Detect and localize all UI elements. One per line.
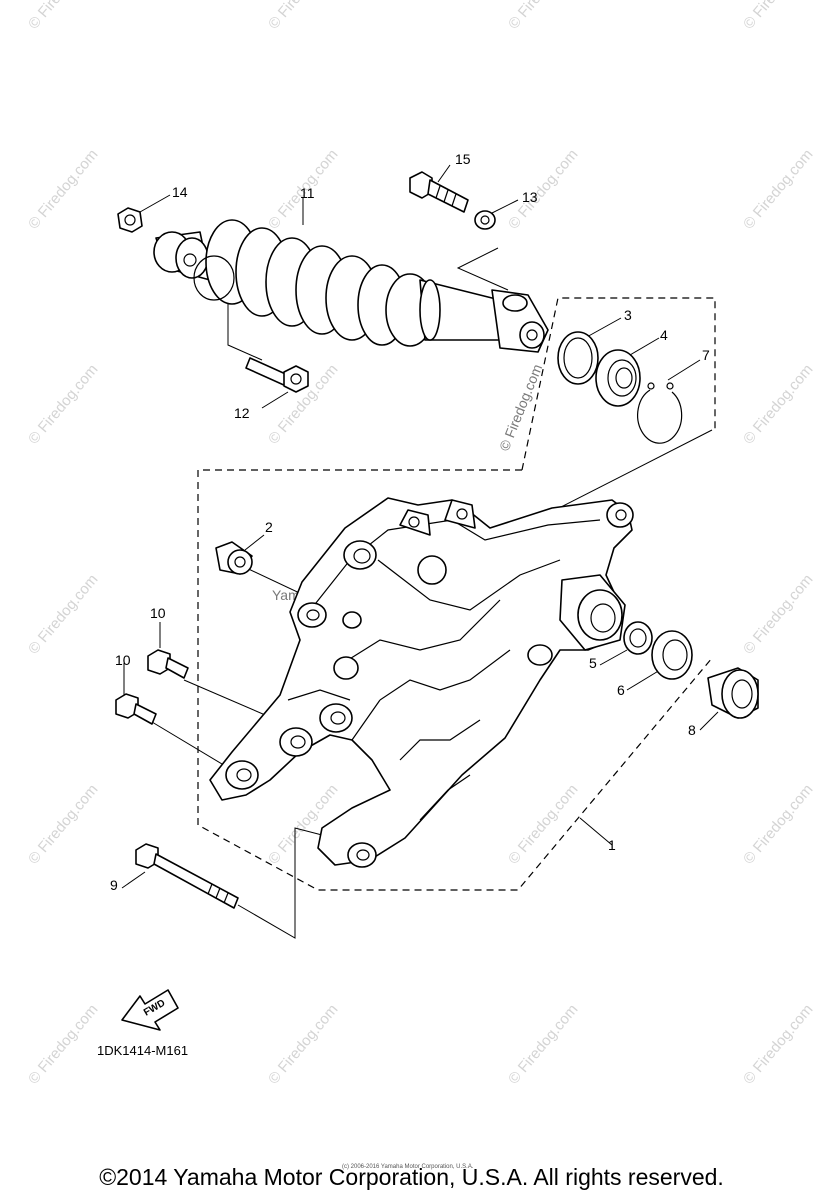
callout-11: 11 xyxy=(300,185,315,201)
assembly-outline xyxy=(197,297,716,891)
callout-labels: 1 2 3 4 5 6 7 8 9 10 10 11 12 13 14 15 xyxy=(110,151,710,893)
part-4-bearing[interactable] xyxy=(595,349,641,407)
callout-8: 8 xyxy=(688,722,696,738)
watermark-text: © Firedog.com xyxy=(740,571,816,657)
watermark-text: © Firedog.com xyxy=(265,0,341,33)
watermark-text: © Firedog.com xyxy=(25,0,101,33)
watermark-text: © Firedog.com xyxy=(505,1001,581,1087)
part-2-collar[interactable] xyxy=(215,541,253,575)
watermark-text: © Firedog.com xyxy=(740,146,816,232)
part-10-bolt-lower[interactable] xyxy=(115,693,157,725)
watermark-text: © Firedog.com xyxy=(25,361,101,447)
callout-3: 3 xyxy=(624,307,632,323)
watermark-text: © Firedog.com xyxy=(25,146,101,232)
callout-1: 1 xyxy=(608,837,616,853)
watermark-text: © Firedog.com xyxy=(740,361,816,447)
part-5-collar[interactable] xyxy=(623,621,653,655)
callout-9: 9 xyxy=(110,877,118,893)
watermark-text: © Firedog.com xyxy=(740,0,816,33)
part-14-nut[interactable] xyxy=(117,207,143,233)
part-10-bolt-upper[interactable] xyxy=(147,649,189,679)
callout-13: 13 xyxy=(522,189,538,205)
watermark-text: © Firedog.com xyxy=(505,146,581,232)
part-3-oil-seal[interactable] xyxy=(557,331,599,385)
callout-15: 15 xyxy=(455,151,471,167)
callout-10-lower: 10 xyxy=(115,652,131,668)
watermark-text: © Firedog.com xyxy=(25,781,101,867)
callout-12: 12 xyxy=(234,405,250,421)
part-12-bolt[interactable] xyxy=(245,357,309,393)
watermark-text: © Firedog.com xyxy=(265,1001,341,1087)
callout-2: 2 xyxy=(265,519,273,535)
part-7-circlip[interactable] xyxy=(637,382,683,444)
watermark-text: © Firedog.com xyxy=(505,0,581,33)
part-11-shock-absorber[interactable] xyxy=(153,219,549,353)
part-1-rear-arm[interactable] xyxy=(209,497,634,868)
callout-14: 14 xyxy=(172,184,188,200)
fine-print: (c) 2006-2016 Yamaha Motor Corporation, … xyxy=(342,1164,474,1170)
watermark-text: © Firedog.com xyxy=(25,1001,101,1087)
part-13-washer[interactable] xyxy=(474,210,496,230)
part-15-bolt[interactable] xyxy=(409,171,469,213)
inline-watermark-text: © Firedog.com xyxy=(496,362,545,453)
fwd-arrow: FWD xyxy=(121,989,179,1031)
watermark-text: © Firedog.com xyxy=(740,781,816,867)
watermark-text: © Firedog.com xyxy=(740,1001,816,1087)
diagram-code: 1DK1414-M161 xyxy=(97,1043,188,1058)
callout-6: 6 xyxy=(617,682,625,698)
callout-4: 4 xyxy=(660,327,668,343)
watermark-text: © Firedog.com xyxy=(505,781,581,867)
watermark-text: © Firedog.com xyxy=(25,571,101,657)
part-6-bearing[interactable] xyxy=(651,630,693,680)
part-8-bushing[interactable] xyxy=(707,667,759,719)
callout-7: 7 xyxy=(702,347,710,363)
part-9-long-bolt[interactable] xyxy=(135,843,239,909)
callout-5: 5 xyxy=(589,655,597,671)
copyright-footer: ©2014 Yamaha Motor Corporation, U.S.A. A… xyxy=(99,1164,724,1190)
callout-10-upper: 10 xyxy=(150,605,166,621)
